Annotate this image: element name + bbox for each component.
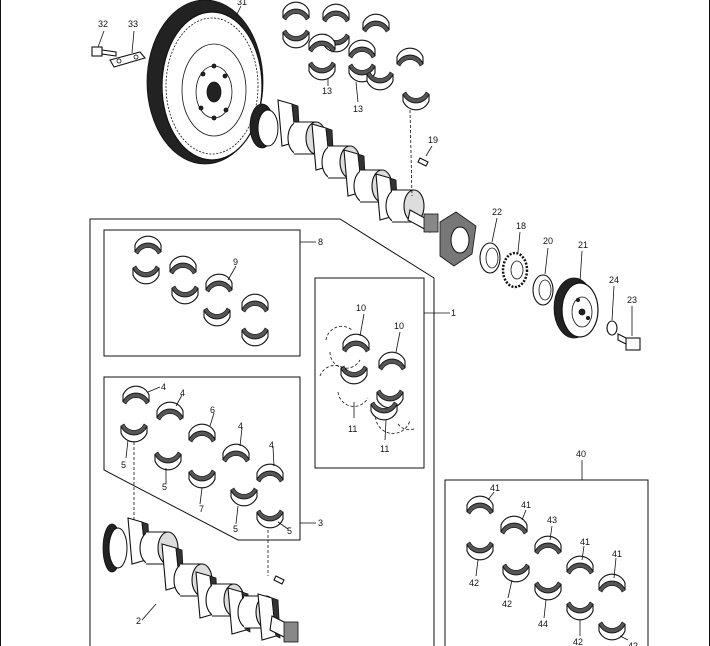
callout-13a: 13 [322,86,332,96]
callout-41d: 41 [612,549,622,559]
callout-32: 32 [98,19,108,29]
callout-42c: 42 [573,637,583,646]
callout-42d: 42 [628,641,638,646]
callout-42b: 42 [502,599,512,609]
seal-ring [479,242,501,274]
callout-19: 19 [428,135,438,145]
conrod-bearing-shells [319,325,417,434]
woodruff-key-lower [273,575,285,585]
callout-4b: 4 [180,388,185,398]
callout-4d: 4 [269,440,274,450]
crankshaft-pulley [553,277,599,339]
callout-42a: 42 [469,578,479,588]
callout-9: 9 [233,257,238,267]
timing-gear [501,251,529,289]
callout-24: 24 [609,275,619,285]
bolt-lock-plate [109,51,146,68]
conrod-bearing-box [314,277,425,469]
callout-20: 20 [543,236,553,246]
callout-22: 22 [492,207,502,217]
callout-40: 40 [576,449,586,459]
callout-41c: 41 [580,537,590,547]
callout-4c: 4 [238,421,243,431]
main-bearing-shells-upper [282,1,430,111]
callout-11b: 11 [380,444,389,454]
spacer-ring [532,274,554,306]
woodruff-key [417,157,429,167]
bearing-set-8-shells [132,235,269,347]
callout-41a: 41 [490,483,500,493]
callout-2: 2 [136,616,141,626]
callout-7: 7 [199,504,204,514]
flywheel-bolt [91,46,117,57]
callout-11a: 11 [348,424,357,434]
callout-5d: 5 [287,526,292,536]
crankshaft-lower [102,517,299,643]
callout-4a: 4 [161,382,166,392]
callout-1: 1 [451,308,456,318]
callout-13b: 13 [353,104,363,114]
callout-3: 3 [318,518,323,528]
callout-5c: 5 [233,524,238,534]
pulley-bolt [617,333,641,351]
flywheel [146,0,264,165]
callout-44: 44 [538,619,548,629]
washer [606,320,618,336]
callout-6: 6 [210,405,215,415]
callout-23: 23 [627,295,637,305]
callout-41b: 41 [521,500,531,510]
callout-10a: 10 [356,303,366,313]
callout-31: 31 [237,0,247,7]
bearing-set-box-3 [103,376,301,541]
bearing-set-box-8 [103,229,301,357]
kit-outline [89,218,435,646]
callout-8: 8 [318,237,323,247]
callout-18: 18 [516,221,526,231]
callout-5a: 5 [121,460,126,470]
oil-thrower [439,211,477,267]
callout-10b: 10 [394,321,404,331]
callout-5b: 5 [162,482,167,492]
callout-43: 43 [547,515,557,525]
crankshaft-main [249,99,439,233]
callout-33: 33 [128,19,138,29]
bearing-set-box-40 [444,479,649,646]
callout-21: 21 [578,240,588,250]
